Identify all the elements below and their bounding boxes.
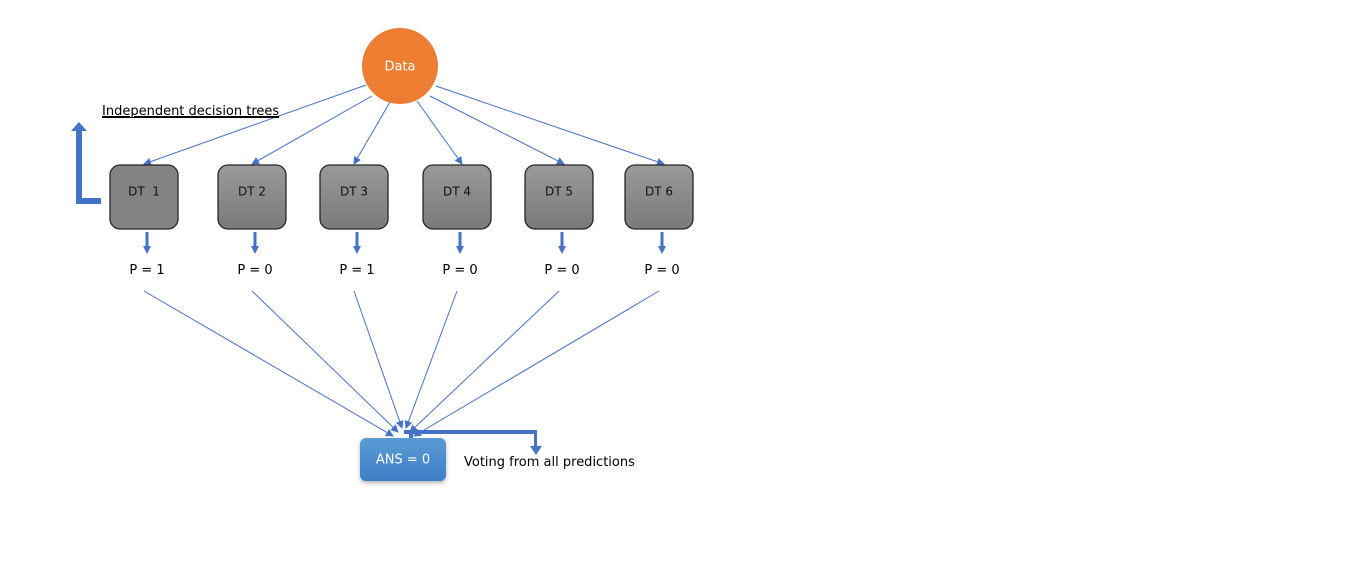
answer-box: [360, 438, 446, 481]
tree-box: [109, 164, 179, 230]
voting-label: Voting from all predictions: [464, 455, 635, 470]
tree-label: DT 2: [238, 185, 266, 199]
down-arrow-icon: [251, 232, 259, 254]
tree-box: [422, 164, 492, 230]
tree-box: [217, 164, 287, 230]
data-to-tree-connectors: [143, 84, 665, 166]
decision-trees: DT 1P = 1DT 2P = 0DT 3P = 1DT 4P = 0DT 5…: [109, 164, 694, 278]
prediction-label: P = 0: [442, 263, 477, 278]
tree-box: [524, 164, 594, 230]
down-arrow-icon: [353, 232, 361, 254]
down-arrow-icon: [658, 232, 666, 254]
answer-label: ANS = 0: [376, 453, 430, 468]
data-to-tree-connector: [251, 95, 373, 165]
tree-node: DT 1 P = 1: [109, 164, 179, 278]
data-to-tree-connector: [416, 100, 463, 165]
prediction-label: P = 0: [644, 263, 679, 278]
prediction-to-answer-connector: [404, 290, 458, 429]
prediction-label: P = 1: [339, 263, 374, 278]
tree-node: DT 6 P = 0: [624, 164, 694, 278]
answer-node: ANS = 0: [360, 438, 446, 481]
prediction-to-answer-connectors: [143, 290, 660, 437]
tree-label: DT 6: [645, 185, 673, 199]
down-arrow-icon: [558, 232, 566, 254]
down-arrow-icon: [143, 232, 151, 254]
prediction-label: P = 1: [129, 263, 164, 278]
tree-label: DT 3: [340, 185, 368, 199]
prediction-label: P = 0: [544, 263, 579, 278]
prediction-to-answer-connector: [251, 290, 399, 433]
prediction-to-answer-connector: [409, 290, 560, 433]
tree-box: [319, 164, 389, 230]
data-to-tree-connector: [143, 84, 367, 166]
data-node: Data: [362, 28, 438, 104]
data-to-tree-connector: [435, 85, 665, 166]
data-circle: [362, 28, 438, 104]
data-label: Data: [384, 60, 415, 75]
down-arrow-icon: [456, 232, 464, 254]
tree-node: DT 2 P = 0: [217, 164, 287, 278]
prediction-label: P = 0: [237, 263, 272, 278]
bent-up-arrow-icon: [71, 122, 101, 204]
data-to-tree-connector: [353, 101, 391, 165]
tree-label: DT 5: [545, 185, 573, 199]
data-to-tree-connector: [429, 95, 565, 165]
tree-label: DT 4: [443, 185, 471, 199]
tree-label: DT 1: [128, 185, 160, 199]
prediction-to-answer-connector: [353, 290, 404, 429]
tree-node: DT 4 P = 0: [422, 164, 492, 278]
arrow-stub: [409, 434, 413, 438]
tree-node: DT 5 P = 0: [524, 164, 594, 278]
prediction-to-answer-connector: [413, 290, 660, 437]
bent-down-arrow-icon: [404, 430, 542, 455]
tree-box: [624, 164, 694, 230]
tree-node: DT 3 P = 1: [319, 164, 389, 278]
prediction-to-answer-connector: [143, 290, 394, 437]
independent-trees-label: Independent decision trees: [102, 104, 279, 119]
